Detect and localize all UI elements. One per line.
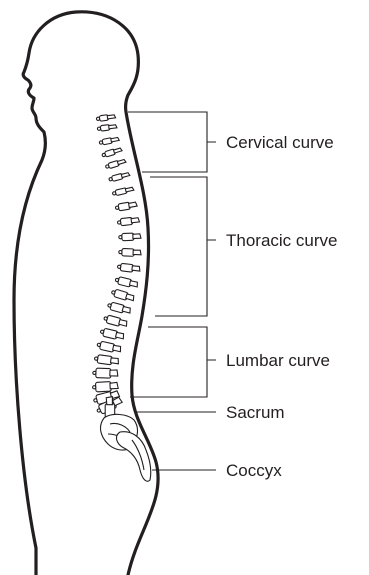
vertebral-facet — [109, 177, 113, 181]
spinous-process — [131, 218, 139, 223]
spinous-process — [107, 115, 115, 119]
lumbar-curve-label: Lumbar curve — [226, 351, 330, 370]
spinous-process — [121, 172, 130, 177]
spinous-process — [106, 397, 112, 405]
vertebra — [108, 171, 130, 182]
vertebra — [101, 147, 122, 158]
vertebra — [93, 368, 118, 378]
lumbar-bracket — [130, 327, 216, 397]
vertebra — [100, 328, 125, 341]
vertebral-column — [92, 114, 141, 424]
vertebral-facet — [100, 330, 104, 334]
spinous-process — [132, 266, 140, 272]
vertebra — [115, 276, 139, 289]
vertebral-body — [120, 263, 133, 272]
vertebral-facet — [93, 398, 97, 402]
vertebra — [115, 201, 138, 212]
spinous-process — [110, 358, 119, 364]
vertebra — [94, 354, 119, 366]
vertebra — [119, 233, 141, 241]
vertebra — [96, 114, 116, 122]
vertebral-body — [96, 368, 111, 378]
vertebra — [97, 124, 117, 132]
spinous-process — [122, 306, 131, 313]
vertebral-facet — [112, 191, 116, 195]
spinous-process — [133, 250, 141, 255]
vertebra — [105, 158, 126, 169]
vertebra — [99, 136, 120, 145]
cervical-curve-label: Cervical curve — [226, 133, 334, 152]
thoracic-bracket — [150, 177, 216, 316]
vertebral-facet — [96, 117, 100, 121]
vertebral-facet — [115, 278, 119, 282]
vertebral-facet — [99, 141, 103, 145]
vertebral-facet — [97, 343, 101, 347]
vertebral-facet — [93, 386, 96, 389]
vertebral-body — [122, 233, 134, 241]
spinous-process — [110, 370, 118, 376]
vertebra — [119, 248, 142, 256]
vertebral-facet — [119, 250, 122, 253]
spinous-process — [126, 294, 135, 301]
vertebra — [111, 288, 135, 302]
vertebra — [112, 186, 134, 196]
spinous-process — [125, 187, 134, 192]
vertebral-facet — [93, 371, 96, 374]
vertebra — [96, 340, 121, 353]
spinous-process — [113, 345, 122, 352]
vertebra — [103, 314, 128, 328]
spinous-process — [110, 382, 118, 389]
vertebra — [117, 263, 140, 273]
thoracic-curve-label: Thoracic curve — [226, 231, 337, 250]
spinous-process — [129, 202, 138, 208]
vertebra — [107, 301, 132, 315]
vertebral-facet — [108, 303, 112, 307]
vertebral-facet — [102, 153, 106, 157]
vertebra — [117, 217, 140, 227]
vertebral-facet — [97, 408, 101, 412]
cervical-bracket — [128, 112, 216, 172]
spinous-process — [109, 125, 117, 129]
vertebral-facet — [94, 357, 98, 361]
spinous-process — [117, 159, 126, 164]
vertebral-facet — [111, 290, 115, 294]
spinous-process — [113, 148, 122, 153]
spinous-process — [129, 280, 138, 286]
sacrum-label: Sacrum — [226, 403, 285, 422]
vertebral-facet — [117, 221, 121, 225]
vertebral-facet — [117, 265, 121, 269]
spinous-process — [116, 332, 125, 339]
vertebral-body — [103, 328, 118, 339]
vertebral-body — [122, 248, 135, 256]
vertebral-facet — [105, 164, 109, 168]
spinous-process — [119, 319, 128, 326]
vertebral-body — [97, 355, 112, 365]
vertebra — [92, 381, 118, 392]
vertebral-facet — [97, 127, 101, 131]
vertebral-body — [95, 382, 111, 392]
body-silhouette — [14, 12, 158, 575]
vertebral-facet — [115, 206, 119, 210]
coccyx-label: Coccyx — [226, 461, 282, 480]
spinous-process — [133, 234, 141, 239]
vertebral-facet — [104, 317, 108, 321]
spinous-process — [111, 137, 119, 142]
vertebral-facet — [119, 236, 122, 239]
